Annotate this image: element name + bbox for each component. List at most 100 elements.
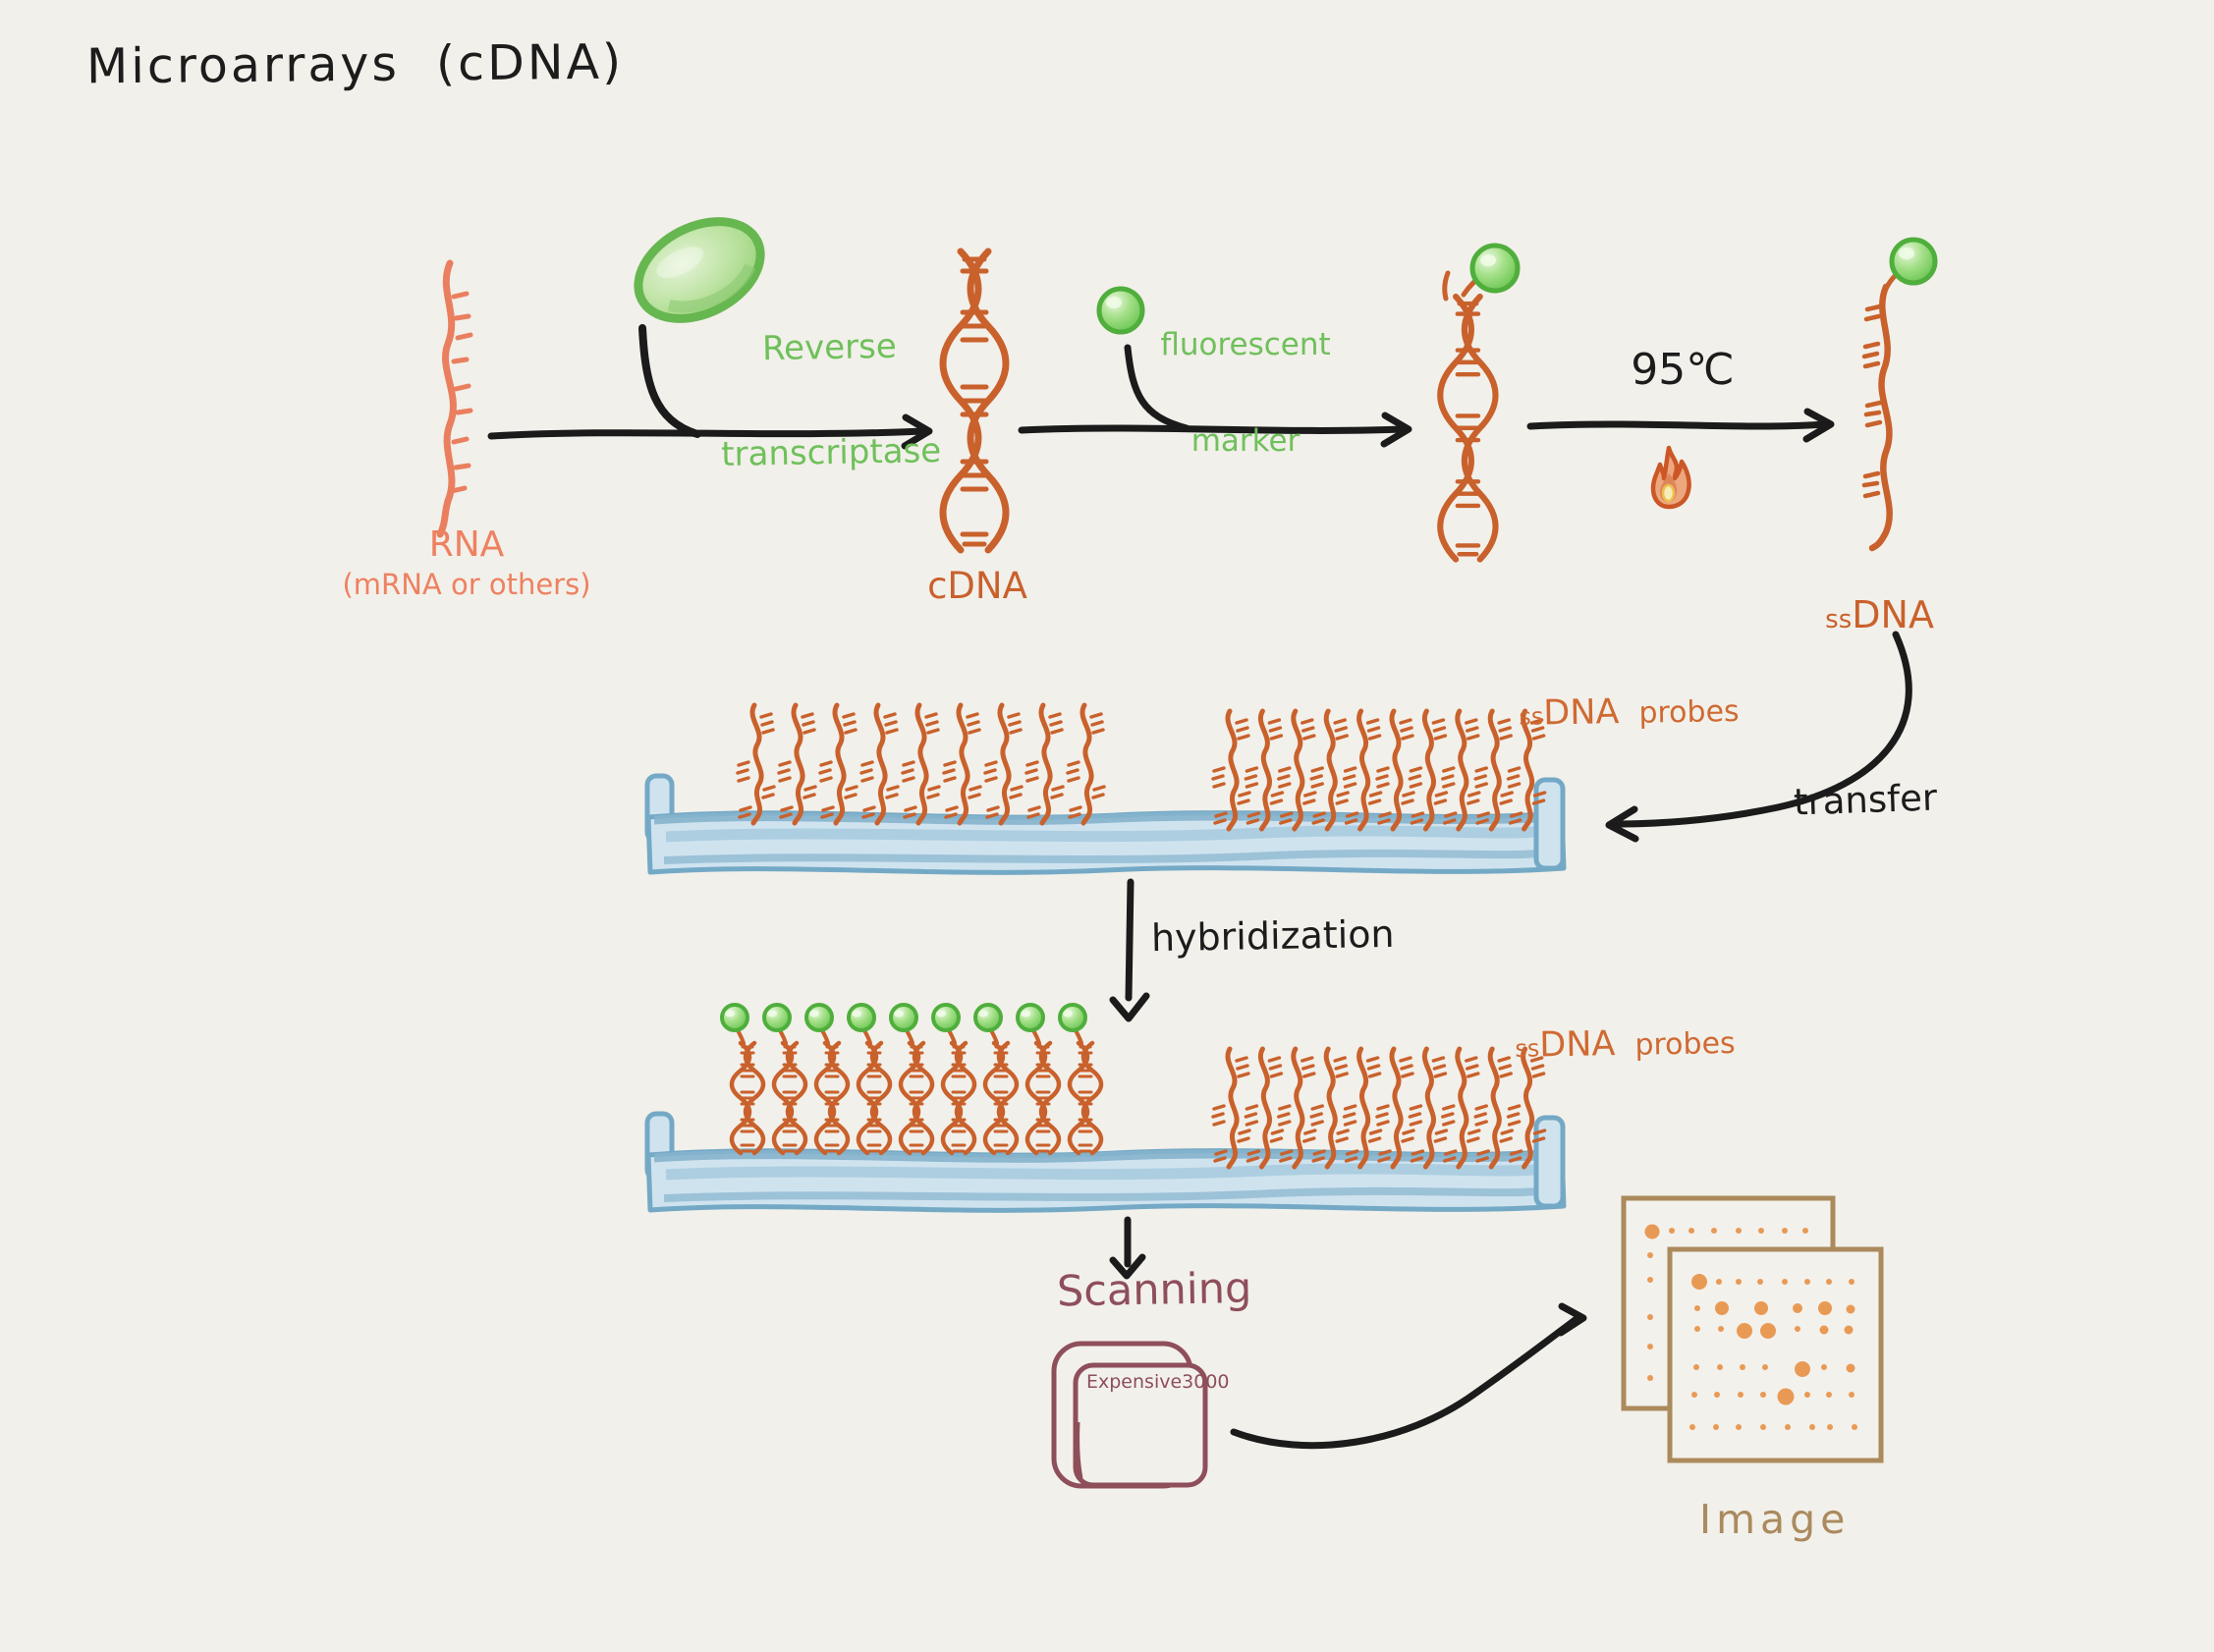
probe — [944, 705, 980, 823]
reverse-transcriptase-bean-icon — [634, 217, 765, 323]
scan-image-front — [1667, 1246, 1884, 1463]
probe — [1410, 1049, 1446, 1167]
fluorescent-marker-label: fluorescent marker — [1157, 265, 1334, 489]
probes-bottom-prefix: ss — [1515, 1034, 1540, 1063]
probe — [861, 705, 898, 823]
probe — [903, 705, 939, 823]
probe — [1026, 705, 1063, 823]
ssdna-text: DNA — [1852, 592, 1934, 636]
scan-dot — [1846, 1304, 1855, 1314]
scan-dot — [1644, 1224, 1660, 1239]
scan-dot — [1718, 1326, 1724, 1332]
probe — [985, 705, 1022, 823]
rna-strand — [436, 259, 473, 538]
scan-dot — [1738, 1392, 1744, 1398]
scan-dot — [1826, 1279, 1832, 1285]
arrow-step1 — [487, 324, 933, 450]
scan-dot — [1849, 1392, 1854, 1398]
scan-dot — [1647, 1252, 1653, 1258]
scanning-label: Scanning — [1056, 1263, 1252, 1317]
probe — [933, 1005, 974, 1153]
probe — [1443, 711, 1479, 829]
scan-dot — [1762, 1364, 1768, 1370]
arrow-step3 — [1526, 408, 1835, 443]
probe — [975, 1005, 1017, 1153]
probe — [806, 1005, 848, 1153]
probe — [1377, 711, 1413, 829]
scan-dot — [1821, 1364, 1827, 1370]
probe — [1443, 1049, 1479, 1167]
scan-dot — [1819, 1325, 1829, 1335]
scan-dot — [1818, 1301, 1832, 1315]
probe — [1068, 705, 1104, 823]
scan-dot — [1711, 1228, 1717, 1234]
scan-dot — [1844, 1325, 1854, 1335]
scan-output-arrow — [1230, 1302, 1587, 1450]
scan-dot — [1804, 1392, 1810, 1398]
scan-dot — [1688, 1228, 1694, 1234]
reverse-transcriptase-line2: transcriptase — [720, 431, 942, 475]
scan-dot — [1717, 1364, 1723, 1370]
scan-dot — [1689, 1424, 1695, 1430]
scan-dot — [1826, 1392, 1832, 1398]
scan-dot — [1760, 1424, 1766, 1430]
scan-dot — [1849, 1279, 1854, 1285]
probe — [1311, 711, 1348, 829]
probe — [779, 705, 815, 823]
probe — [820, 705, 857, 823]
arrow-step2 — [1018, 344, 1412, 448]
scan-dot — [1795, 1326, 1800, 1332]
fluorescent-marker-icon — [1096, 286, 1145, 335]
probe — [891, 1005, 932, 1153]
fluorescent-marker-line2: marker — [1190, 422, 1301, 459]
fluorescent-marker-line1: fluorescent — [1160, 327, 1331, 363]
plate2-hybridized-probes — [722, 1005, 1101, 1153]
scan-dot — [1802, 1228, 1808, 1234]
scan-dot — [1777, 1388, 1795, 1405]
cdna-label: cDNA — [927, 565, 1027, 607]
scan-dot — [1760, 1323, 1776, 1339]
scanning-arrow — [1109, 1216, 1146, 1280]
scan-dot — [1795, 1361, 1810, 1377]
scan-dot — [1754, 1301, 1768, 1315]
scan-dot — [1757, 1279, 1763, 1285]
probes-top-prefix: ss — [1519, 702, 1544, 731]
plate1-left-probes — [738, 705, 1104, 823]
page-title: Microarrays (cDNA) — [85, 33, 625, 95]
probe — [1060, 1005, 1101, 1153]
reverse-transcriptase-line1: Reverse — [761, 327, 898, 369]
scan-dot — [1716, 1279, 1722, 1285]
scan-dot — [1760, 1392, 1766, 1398]
probe — [1345, 1049, 1381, 1167]
transfer-arrow — [1605, 631, 1912, 843]
probe — [1018, 1005, 1059, 1153]
hybridization-label: hybridization — [1150, 911, 1395, 961]
probe — [849, 1005, 890, 1153]
reverse-transcriptase-label: Reverse transcriptase — [686, 258, 974, 509]
scan-dot — [1793, 1303, 1802, 1313]
hybridization-arrow — [1109, 878, 1150, 1022]
scanner-device — [1051, 1341, 1208, 1489]
probe — [764, 1005, 805, 1153]
flame-icon — [1650, 445, 1691, 510]
probe — [1377, 1049, 1413, 1167]
scan-dot — [1782, 1279, 1788, 1285]
scan-image-back-dots — [1644, 1224, 1808, 1381]
probes-top-word: probes — [1638, 693, 1740, 731]
scan-dot — [1694, 1305, 1700, 1311]
scan-dot — [1736, 1279, 1742, 1285]
scan-dot — [1809, 1424, 1815, 1430]
probe — [1475, 1049, 1512, 1167]
labeled-cdna-helix — [1440, 243, 1521, 560]
rna-sublabel: (mRNA or others) — [342, 568, 591, 601]
scan-dot — [1647, 1277, 1653, 1283]
scan-dot — [1691, 1392, 1697, 1398]
transfer-label: transfer — [1793, 776, 1938, 824]
scan-dot — [1647, 1314, 1653, 1320]
scan-dot — [1846, 1363, 1855, 1373]
probe — [1475, 711, 1512, 829]
scan-dot — [1736, 1228, 1742, 1234]
